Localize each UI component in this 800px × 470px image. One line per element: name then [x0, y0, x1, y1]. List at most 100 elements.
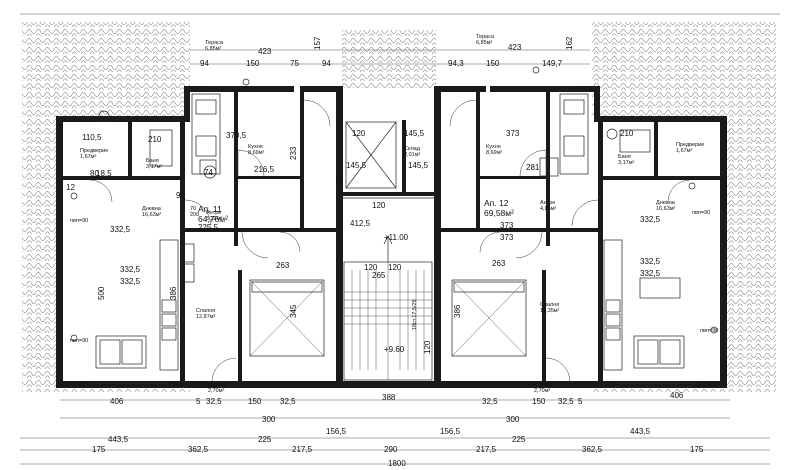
- kitchen-right-area: 8,69м²: [486, 150, 502, 156]
- antre-right-area: 4,85м²: [540, 206, 556, 212]
- doors: [89, 99, 691, 383]
- stairs-label: 18ст.17,5/29: [412, 299, 418, 330]
- bath-left-name: Баня: [146, 158, 159, 164]
- kitchen-left-area: 8,69м²: [248, 150, 264, 156]
- bath-left-area: 3,17м²: [146, 164, 162, 170]
- apt-11-area: 64,76м²: [198, 214, 228, 224]
- dim-int-16: 263: [492, 259, 506, 268]
- dim-int-3: 370,5: [226, 131, 247, 140]
- dimension-texts: 423 423 157 162 94 150 75 94 94,3 150 14…: [92, 36, 704, 468]
- hall-left-name: Предверие: [80, 148, 108, 154]
- dim-row2-7: 149,7: [542, 59, 563, 68]
- bedroom-right-name: Спалня: [540, 302, 559, 308]
- dim-int-10: 145,5: [346, 161, 367, 170]
- dim-b2-7: 300: [506, 415, 520, 424]
- furniture-beds: [249, 279, 527, 357]
- dim-int-7: 210: [620, 129, 634, 138]
- dim-int-19: 332,5: [110, 225, 131, 234]
- dim-b3-1: 443,5: [108, 435, 129, 444]
- dim-int-25: 500: [97, 286, 106, 300]
- dim-int-1: 110,5: [82, 133, 102, 142]
- dim-int-17: 373: [500, 221, 514, 230]
- exterior-walls: [56, 86, 727, 388]
- dim-b2-8: 32,5: [482, 397, 498, 406]
- dim-int-29: 265: [372, 271, 386, 280]
- dim-b3-5: 225: [512, 435, 526, 444]
- terrace-top-right-name: Тераса: [476, 34, 495, 40]
- dim-int-9: 216,5: [254, 165, 275, 174]
- living-left-area: 16,63м²: [142, 212, 162, 218]
- bedroom-left-area: 12,87м²: [196, 314, 216, 320]
- dim-int-27: 345: [289, 304, 298, 318]
- dim-b4-7: 175: [690, 445, 704, 454]
- bath-right-name: Баня: [618, 154, 631, 160]
- dim-int-4: 120: [352, 129, 366, 138]
- dim-int-11: 145,5: [408, 161, 429, 170]
- dim-int-26: 386: [169, 286, 178, 300]
- dim-row2-5: 94,3: [448, 59, 464, 68]
- terrace-top-left-name: Тераса: [205, 40, 224, 46]
- dim-b3-2: 225: [258, 435, 272, 444]
- terrace-bottom-left-area: 2,70м²: [208, 388, 224, 394]
- hall-left-area: 1,67м²: [80, 154, 96, 160]
- terrace-bottom-left-name: Тераса: [208, 382, 227, 388]
- dim-b4-1: 175: [92, 445, 106, 454]
- dim-int-12: 281: [526, 163, 540, 172]
- dim-int-40: 18,5: [96, 169, 112, 178]
- terrace-top-right-area: 6,85м²: [476, 40, 492, 46]
- dim-total: 1800: [388, 459, 406, 468]
- dim-int-15: 263: [276, 261, 290, 270]
- dim-top-3: 157: [313, 36, 322, 50]
- dim-int-13: 412,5: [350, 219, 371, 228]
- dim-bottom1-left: 406: [110, 397, 124, 406]
- level-mark-upper: +11.00: [384, 233, 409, 242]
- furniture-living: [95, 239, 685, 371]
- bedroom-right-area: 13,35м²: [540, 308, 560, 314]
- dim-int-6: 373: [506, 129, 520, 138]
- living-right-area: 16,63м²: [656, 206, 676, 212]
- opening-note-3: пвп=90: [692, 210, 710, 216]
- dim-b2-3: 150: [248, 397, 262, 406]
- dim-b4-2: 362,5: [188, 445, 209, 454]
- storage-name: Склад: [404, 146, 421, 152]
- dim-int-31: 120: [388, 263, 402, 272]
- room-labels: Тераса 6,85м² Тераса 6,85м² Кухня 8,69м²…: [80, 34, 704, 394]
- hall-right-name: Предверие: [676, 142, 704, 148]
- bedroom-left-name: Спалня: [196, 308, 215, 314]
- terrace-top-left-area: 6,85м²: [205, 46, 221, 52]
- antre-right-name: Антре: [540, 200, 555, 206]
- dim-b2-2: 32,5: [206, 397, 222, 406]
- dim-b3-4: 156,5: [440, 427, 461, 436]
- kitchen-left-name: Кухня: [248, 144, 263, 150]
- furniture-kitchen-bath: [70, 66, 718, 342]
- antre-left-name: Антре: [206, 210, 221, 216]
- dim-int-41: 74: [204, 168, 213, 177]
- dim-int-34: 25: [335, 175, 344, 184]
- antre-left-area: 3,22м²: [206, 216, 222, 222]
- apt-11-label: Ап. 11: [198, 204, 222, 214]
- staircase: [340, 121, 436, 381]
- living-left-name: Дневна: [142, 206, 162, 212]
- terrace-bottom-right-area: 2,70м²: [534, 388, 550, 394]
- dim-int-32: 120: [372, 201, 386, 210]
- dim-b2-5: 300: [262, 415, 276, 424]
- dim-int-5: 145,5: [404, 129, 425, 138]
- dim-bottom1-right: 406: [670, 391, 684, 400]
- dim-b2-11: 5: [578, 397, 583, 406]
- interior-dimension-texts: 110,5 210 370,5 120 145,5 373 210 233 21…: [66, 129, 661, 354]
- bath-right-area: 3,17м²: [618, 160, 634, 166]
- dim-b4-5: 217,5: [476, 445, 497, 454]
- dim-int-37: 90: [176, 191, 185, 200]
- dim-row2-2: 150: [246, 59, 260, 68]
- dim-row2-4: 94: [322, 59, 331, 68]
- dim-int-20: 332,5: [120, 265, 141, 274]
- dim-top-4: 162: [565, 36, 574, 50]
- level-marks: +11.00 +9.60 18ст.17,5/29: [384, 233, 418, 354]
- apartment-labels: Ап. 11 64,76м² Ап. 12 69,58м²: [198, 198, 514, 224]
- dim-int-38: 70: [190, 206, 196, 212]
- dim-b2-10: 32,5: [558, 397, 574, 406]
- roof-hatch-center: [342, 30, 436, 88]
- living-right-name: Дневна: [656, 200, 676, 206]
- dim-int-30: 120: [364, 263, 378, 272]
- dim-int-36: 80: [90, 169, 99, 178]
